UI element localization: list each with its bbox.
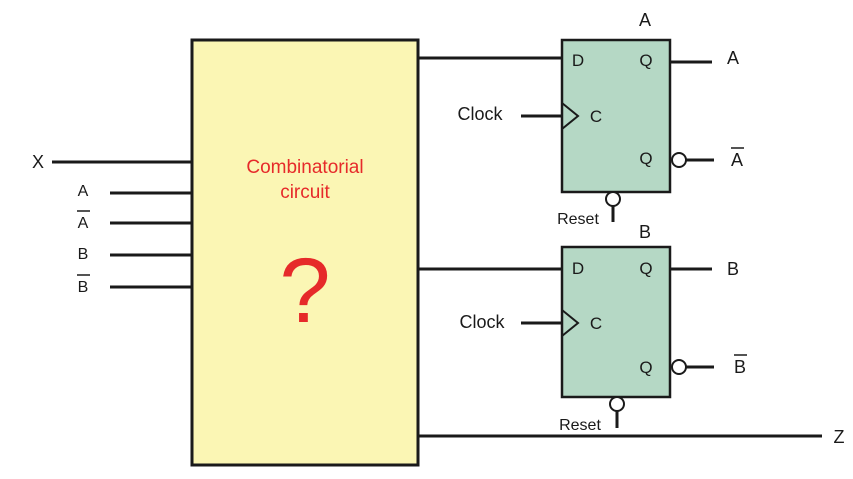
flipflop-b-q-pin: Q xyxy=(639,259,652,278)
input-label-a-bar: A xyxy=(78,215,89,232)
flipflop-a-clock-label: Clock xyxy=(457,104,503,124)
flipflop-a: A D Q C Q Clock A A Reset xyxy=(457,10,744,228)
flipflop-a-title: A xyxy=(639,10,651,30)
flipflop-b-q-output: B xyxy=(727,259,739,279)
flipflop-b-clock-label: Clock xyxy=(459,312,505,332)
flipflop-a-q-output: A xyxy=(727,48,739,68)
flipflop-b-qn-output: B xyxy=(734,357,746,377)
combinational-label-line1: Combinatorial xyxy=(246,157,363,178)
flipflop-b-qn-pin: Q xyxy=(639,358,652,377)
flipflop-a-reset-bubble xyxy=(605,191,621,207)
flipflop-b-d-pin: D xyxy=(572,259,584,278)
input-label-x: X xyxy=(32,152,44,172)
flipflop-a-q-pin: Q xyxy=(639,51,652,70)
output-label-z: Z xyxy=(834,427,845,447)
input-label-b: B xyxy=(78,246,89,263)
flipflop-b-reset-label: Reset xyxy=(559,417,601,434)
flipflop-a-qn-pin: Q xyxy=(639,149,652,168)
flipflop-b: B D Q C Q Clock B B Reset xyxy=(459,222,747,434)
flipflop-b-reset-bubble xyxy=(609,396,625,412)
flipflop-a-c-pin: C xyxy=(590,107,602,126)
combinational-label-line2: circuit xyxy=(280,182,330,203)
input-label-a: A xyxy=(78,183,89,200)
flipflop-a-qn-bubble xyxy=(671,152,687,168)
flipflop-b-qn-bubble xyxy=(671,359,687,375)
combinational-block xyxy=(190,38,420,467)
input-label-b-bar: B xyxy=(78,279,89,296)
unknown-question-mark: ? xyxy=(279,240,330,342)
flipflop-b-c-pin: C xyxy=(590,314,602,333)
flipflop-a-qn-output: A xyxy=(731,150,743,170)
flipflop-a-reset-label: Reset xyxy=(557,211,599,228)
flipflop-a-d-pin: D xyxy=(572,51,584,70)
flipflop-a-clock-triangle-icon xyxy=(561,102,580,130)
flipflop-b-title: B xyxy=(639,222,651,242)
flipflop-b-clock-triangle-icon xyxy=(561,309,580,337)
